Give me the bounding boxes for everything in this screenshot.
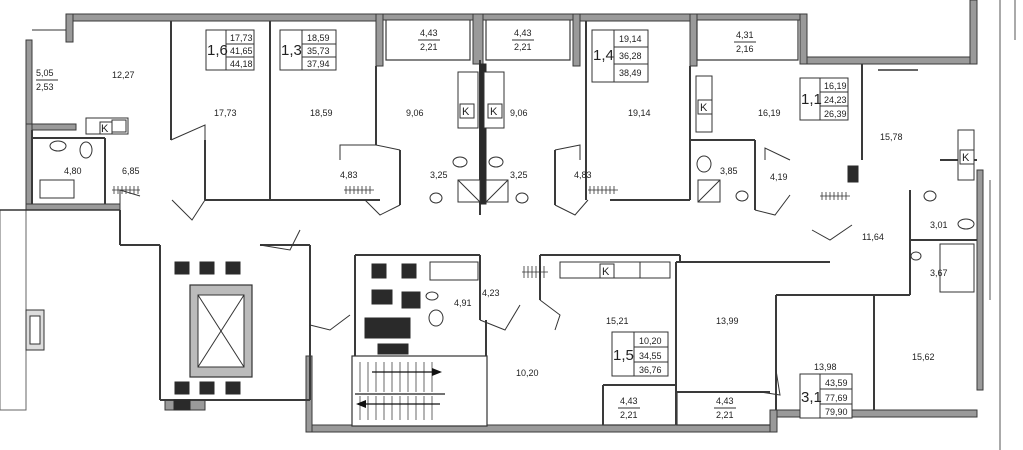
apartment-total-area: 77,69 bbox=[825, 393, 848, 403]
apartment-number: 1,5 bbox=[613, 347, 634, 364]
apartment-full-area: 44,18 bbox=[230, 59, 253, 69]
apartment-number: 1,4 bbox=[593, 47, 614, 64]
kitchen-mark: K bbox=[462, 106, 470, 118]
apartment-box: 1,5 10,20 34,55 36,76 bbox=[611, 331, 669, 377]
apartment-box: 1,4 19,14 36,28 38,49 bbox=[591, 29, 649, 83]
room-area: 18,59 bbox=[310, 108, 333, 118]
room-area: 4,23 bbox=[482, 288, 500, 298]
room-area: 15,21 bbox=[606, 316, 629, 326]
apartment-total-area: 36,28 bbox=[619, 51, 642, 61]
apartment-living-area: 16,19 bbox=[824, 81, 847, 91]
room-area: 4,80 bbox=[64, 166, 82, 176]
apartment-total-area: 34,55 bbox=[639, 351, 662, 361]
room-area: 3,25 bbox=[430, 170, 448, 180]
elevator-shaft bbox=[189, 284, 253, 378]
apartment-box: 1,3 18,59 35,73 37,94 bbox=[279, 29, 337, 71]
apartment-total-area: 35,73 bbox=[307, 46, 330, 56]
right-edge bbox=[989, 0, 1016, 450]
apartment-total-area: 41,65 bbox=[230, 46, 253, 56]
apartment-living-area: 43,59 bbox=[825, 378, 848, 388]
room-area: 11,64 bbox=[862, 232, 884, 242]
kitchen-mark: K bbox=[602, 266, 610, 278]
kitchen-mark: K bbox=[700, 102, 708, 114]
apartment-number: 1,1 bbox=[801, 91, 822, 108]
shaft-blocks bbox=[173, 63, 859, 411]
room-area: 3,25 bbox=[510, 170, 528, 180]
room-area: 3,01 bbox=[930, 220, 948, 230]
room-area: 13,98 bbox=[814, 362, 837, 372]
balcony-area: 2,21 bbox=[420, 42, 438, 52]
room-area: 4,91 bbox=[454, 298, 472, 308]
room-area: 10,20 bbox=[516, 368, 539, 378]
room-area: 9,06 bbox=[510, 108, 528, 118]
room-area: 15,78 bbox=[880, 132, 903, 142]
room-area: 19,14 bbox=[628, 108, 651, 118]
balcony-labels: 4,43 2,21 4,43 2,21 4,31 2,16 4,43 2,21 … bbox=[418, 28, 756, 420]
apartment-full-area: 37,94 bbox=[307, 59, 330, 69]
apartment-living-area: 19,14 bbox=[619, 34, 642, 44]
room-area: 3,85 bbox=[720, 166, 738, 176]
room-area: 5,05 bbox=[36, 68, 54, 78]
room-area: 17,73 bbox=[214, 108, 237, 118]
balcony-area: 4,43 bbox=[514, 28, 532, 38]
balcony-area: 2,16 bbox=[736, 44, 754, 54]
apartment-number: 1,6 bbox=[207, 42, 228, 59]
room-area: 13,99 bbox=[716, 316, 739, 326]
left-annex bbox=[0, 29, 120, 411]
balcony-area: 4,43 bbox=[620, 396, 638, 406]
apartment-living-area: 10,20 bbox=[639, 336, 662, 346]
apartment-number: 3,1 bbox=[801, 389, 822, 406]
kitchen-marks: K K K K K K bbox=[99, 99, 975, 279]
kitchen-mark: K bbox=[962, 152, 970, 164]
room-area: 12,27 bbox=[112, 70, 135, 80]
apartment-living-area: 17,73 bbox=[230, 33, 253, 43]
balcony-area: 2,21 bbox=[620, 410, 638, 420]
room-area: 6,85 bbox=[122, 166, 140, 176]
balcony-area: 2,21 bbox=[716, 410, 734, 420]
balcony-area: 4,43 bbox=[420, 28, 438, 38]
apartment-living-area: 18,59 bbox=[307, 33, 330, 43]
room-area: 2,53 bbox=[36, 82, 54, 92]
room-area: 15,62 bbox=[912, 352, 935, 362]
kitchen-mark: K bbox=[101, 123, 109, 135]
apartment-full-area: 38,49 bbox=[619, 68, 642, 78]
room-area: 4,19 bbox=[770, 172, 788, 182]
apartment-box: 1,6 17,73 41,65 44,18 bbox=[205, 29, 255, 71]
room-area: 16,19 bbox=[758, 108, 781, 118]
balconies-bottom bbox=[602, 390, 770, 426]
balcony-area: 4,31 bbox=[736, 30, 754, 40]
kitchen-mark: K bbox=[490, 106, 498, 118]
balconies-top bbox=[385, 20, 799, 61]
room-area: 9,06 bbox=[406, 108, 424, 118]
stairwell bbox=[351, 355, 488, 427]
apartment-full-area: 36,76 bbox=[639, 365, 662, 375]
balcony-area: 4,43 bbox=[716, 396, 734, 406]
room-labels: 5,05 2,53 12,27 17,73 18,59 9,06 9,06 19… bbox=[36, 68, 948, 378]
apartment-total-area: 24,23 bbox=[824, 95, 847, 105]
apartment-full-area: 26,39 bbox=[824, 109, 847, 119]
apartment-box: 1,1 16,19 24,23 26,39 bbox=[799, 77, 849, 121]
apartment-number: 1,3 bbox=[281, 42, 302, 59]
apartment-full-area: 79,90 bbox=[825, 407, 848, 417]
balcony-area: 2,21 bbox=[514, 42, 532, 52]
outer-walls bbox=[25, 0, 984, 433]
room-area: 4,83 bbox=[574, 170, 592, 180]
room-area: 3,67 bbox=[930, 268, 948, 278]
apartment-box: 3,1 43,59 77,69 79,90 bbox=[799, 373, 853, 419]
room-area: 4,83 bbox=[340, 170, 358, 180]
